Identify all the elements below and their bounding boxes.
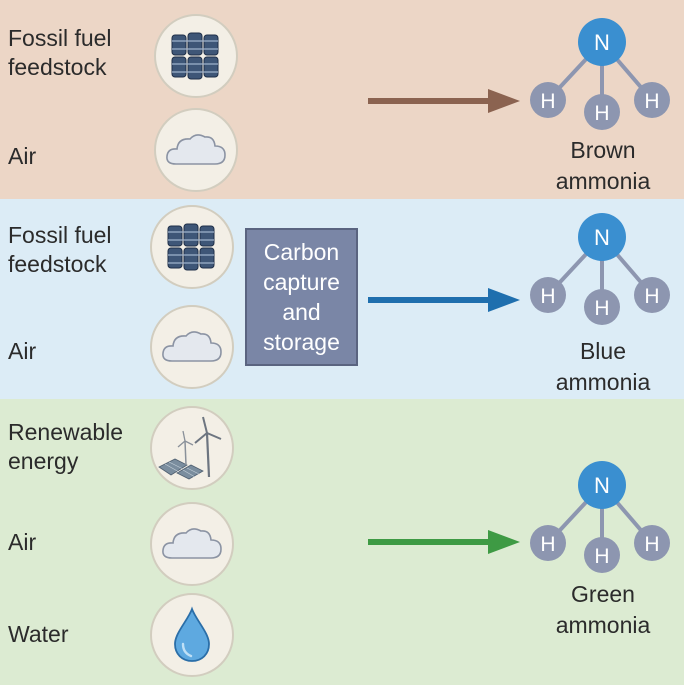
input-air-label: Air [8,338,37,364]
svg-text:N: N [594,30,610,55]
blue-arrow [368,288,520,312]
blue-ammonia-panel: Fossil fuel feedstock Air Carbon capture… [0,199,684,399]
svg-text:H: H [644,90,659,113]
cloud-icon [150,502,234,586]
brown-ammonia-panel: Fossil fuel feedstock Air N [0,0,684,199]
svg-text:N: N [594,225,610,250]
oil-barrels-icon [150,205,234,289]
svg-text:H: H [540,90,555,113]
cloud-icon [154,108,238,192]
input-renewable-energy-label: Renewable energy [8,419,124,474]
blue-ammonia-label: Blue ammonia [555,338,651,395]
svg-text:H: H [594,545,609,568]
green-ammonia-panel: Renewable energy Air Water [0,399,684,685]
input-fossil-fuel-label: Fossil fuel feedstock [8,222,112,277]
wind-solar-icon [150,406,234,490]
brown-arrow [368,89,520,113]
input-air-label: Air [8,529,37,555]
svg-text:H: H [540,533,555,556]
svg-text:N: N [594,473,610,498]
svg-text:H: H [594,102,609,125]
blue-ammonia-molecule: N H H H [530,213,670,325]
input-water-label: Water [8,621,69,647]
svg-text:H: H [644,533,659,556]
green-ammonia-label: Green ammonia [555,581,651,638]
svg-text:H: H [540,285,555,308]
oil-barrels-icon [154,14,238,98]
input-air-label: Air [8,143,37,169]
green-arrow [368,530,520,554]
cloud-icon [150,305,234,389]
input-fossil-fuel-label: Fossil fuel feedstock [8,25,112,80]
green-ammonia-molecule: N H H H [530,461,670,573]
carbon-capture-storage-box: Carbon capture and storage [245,228,358,366]
svg-text:H: H [594,297,609,320]
water-drop-icon [150,593,234,677]
brown-ammonia-molecule: N H H H [530,18,670,130]
svg-text:H: H [644,285,659,308]
brown-ammonia-label: Brown ammonia [555,137,651,194]
